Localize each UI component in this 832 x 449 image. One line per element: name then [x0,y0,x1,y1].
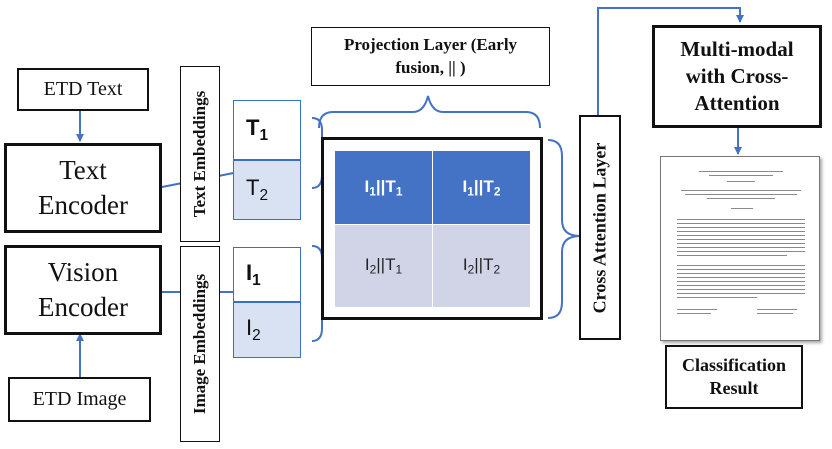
classified-document-image [660,156,820,341]
text-encoder-label: Text Encoder [38,154,128,220]
projection-title-box: Projection Layer (Early fusion, || ) [311,27,550,86]
matrix-cell-i1-t1: I1||T1 [335,151,433,224]
matrix-cell-i2-t1: I2||T1 [335,224,433,307]
brace-projection-title [318,95,541,129]
text-encoder-box: Text Encoder [4,143,162,233]
image-embedding-i1: I1 [233,247,301,302]
t2-base: T [246,175,260,201]
text-embeddings-label-box: Text Embeddings [180,66,220,242]
etd-text-label: ETD Text [43,78,123,100]
i1-sub: 1 [252,271,261,289]
etd-text-box: ETD Text [17,68,149,111]
projection-title: Projection Layer (Early fusion, || ) [343,34,518,77]
classification-result-label: Classification Result [681,354,786,398]
projection-matrix: I1||T1 I1||T2 I2||T1 I2||T2 [321,137,543,320]
t1-sub: 1 [259,126,269,144]
image-embeddings-label-box: Image Embeddings [180,246,220,442]
multimodal-box: Multi-modal with Cross-Attention [652,25,822,128]
image-embeddings-label: Image Embeddings [190,273,209,415]
etd-image-box: ETD Image [8,377,151,422]
cross-attention-layer-label: Cross Attention Layer [589,142,610,313]
t2-sub: 2 [259,186,269,204]
i2-base: I [246,315,253,341]
multimodal-label: Multi-modal with Cross-Attention [680,36,794,116]
t1-base: T [246,115,260,141]
text-embedding-t2: T2 [233,160,301,220]
arrow-cross-attention-to-multimodal [597,7,744,115]
matrix-cell-i2-t2: I2||T2 [433,224,530,307]
i2-sub: 2 [252,326,261,344]
brace-matrix-to-cross-attention [547,139,581,319]
i1-base: I [246,259,253,285]
vision-encoder-label: Vision Encoder [38,256,128,322]
text-embeddings-label: Text Embeddings [190,90,209,218]
matrix-cell-i1-t2: I1||T2 [433,151,530,224]
image-embedding-i2: I2 [233,302,301,358]
vision-encoder-box: Vision Encoder [4,245,162,335]
text-embedding-t1: T1 [233,100,301,160]
cross-attention-layer-box: Cross Attention Layer [579,115,621,340]
classification-result-box: Classification Result [665,345,803,409]
etd-image-label: ETD Image [32,388,127,410]
